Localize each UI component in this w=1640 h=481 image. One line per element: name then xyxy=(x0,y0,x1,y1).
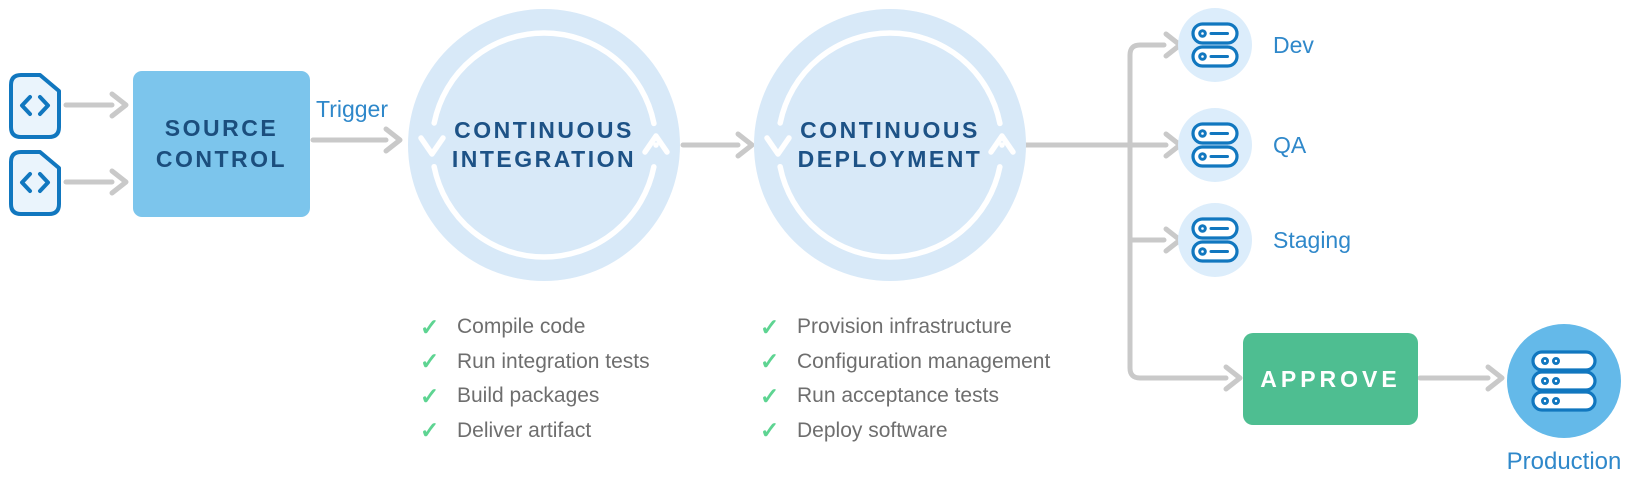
checklist-item: ✓ Build packages xyxy=(420,379,650,414)
cd-checklist: ✓ Provision infrastructure ✓ Configurati… xyxy=(760,310,1050,448)
checklist-item: ✓ Configuration management xyxy=(760,345,1050,380)
check-icon: ✓ xyxy=(760,313,780,340)
source-control-label-line2: CONTROL xyxy=(155,146,288,172)
qa-label: QA xyxy=(1273,131,1307,158)
check-icon: ✓ xyxy=(760,348,780,375)
ci-label-line1: CONTINUOUS xyxy=(454,117,634,143)
checklist-item: ✓ Run acceptance tests xyxy=(760,379,1050,414)
checklist-item-label: Build packages xyxy=(457,384,600,408)
staging-server-node xyxy=(1178,203,1252,277)
checklist-item-label: Compile code xyxy=(457,315,586,339)
staging-label: Staging xyxy=(1273,226,1352,253)
continuous-integration-node: CONTINUOUS INTEGRATION xyxy=(408,9,680,281)
server-stack-icon xyxy=(1191,22,1239,68)
checklist-item-label: Deploy software xyxy=(797,418,948,442)
source-control-label-line1: SOURCE xyxy=(164,115,279,141)
production-server-node xyxy=(1507,324,1621,438)
server-stack-icon xyxy=(1191,217,1239,263)
production-label: Production xyxy=(1506,448,1622,475)
dev-server-node xyxy=(1178,8,1252,82)
checklist-item: ✓ Provision infrastructure xyxy=(760,310,1050,345)
check-icon: ✓ xyxy=(420,348,440,375)
check-icon: ✓ xyxy=(760,382,780,409)
checklist-item-label: Run acceptance tests xyxy=(797,384,999,408)
server-stack-icon xyxy=(1531,350,1597,412)
source-control-node: SOURCE CONTROL xyxy=(133,71,310,217)
ci-checklist: ✓ Compile code ✓ Run integration tests ✓… xyxy=(420,310,650,448)
approve-step: APPROVE xyxy=(1243,333,1418,425)
checklist-item-label: Run integration tests xyxy=(457,349,650,373)
ci-label-line2: INTEGRATION xyxy=(451,146,637,172)
check-icon: ✓ xyxy=(420,313,440,340)
dev-label: Dev xyxy=(1273,31,1314,58)
checklist-item: ✓ Deliver artifact xyxy=(420,414,650,449)
approve-label: APPROVE xyxy=(1260,365,1401,392)
checklist-item: ✓ Deploy software xyxy=(760,414,1050,449)
circular-arrows-icon xyxy=(764,30,1016,260)
server-stack-icon xyxy=(1191,122,1239,168)
checklist-item-label: Configuration management xyxy=(797,349,1051,373)
cd-label-line2: DEPLOYMENT xyxy=(797,146,983,172)
checklist-item: ✓ Run integration tests xyxy=(420,345,650,380)
checklist-item-label: Provision infrastructure xyxy=(797,315,1012,339)
trigger-label: Trigger xyxy=(316,95,388,122)
qa-server-node xyxy=(1178,108,1252,182)
check-icon: ✓ xyxy=(760,417,780,444)
check-icon: ✓ xyxy=(420,417,440,444)
checklist-item-label: Deliver artifact xyxy=(457,418,592,442)
continuous-deployment-node: CONTINUOUS DEPLOYMENT xyxy=(754,9,1026,281)
check-icon: ✓ xyxy=(420,382,440,409)
cd-label-line1: CONTINUOUS xyxy=(800,117,980,143)
circular-arrows-icon xyxy=(418,30,670,260)
code-file-icon xyxy=(9,73,61,139)
code-file-icon xyxy=(9,150,61,216)
checklist-item: ✓ Compile code xyxy=(420,310,650,345)
